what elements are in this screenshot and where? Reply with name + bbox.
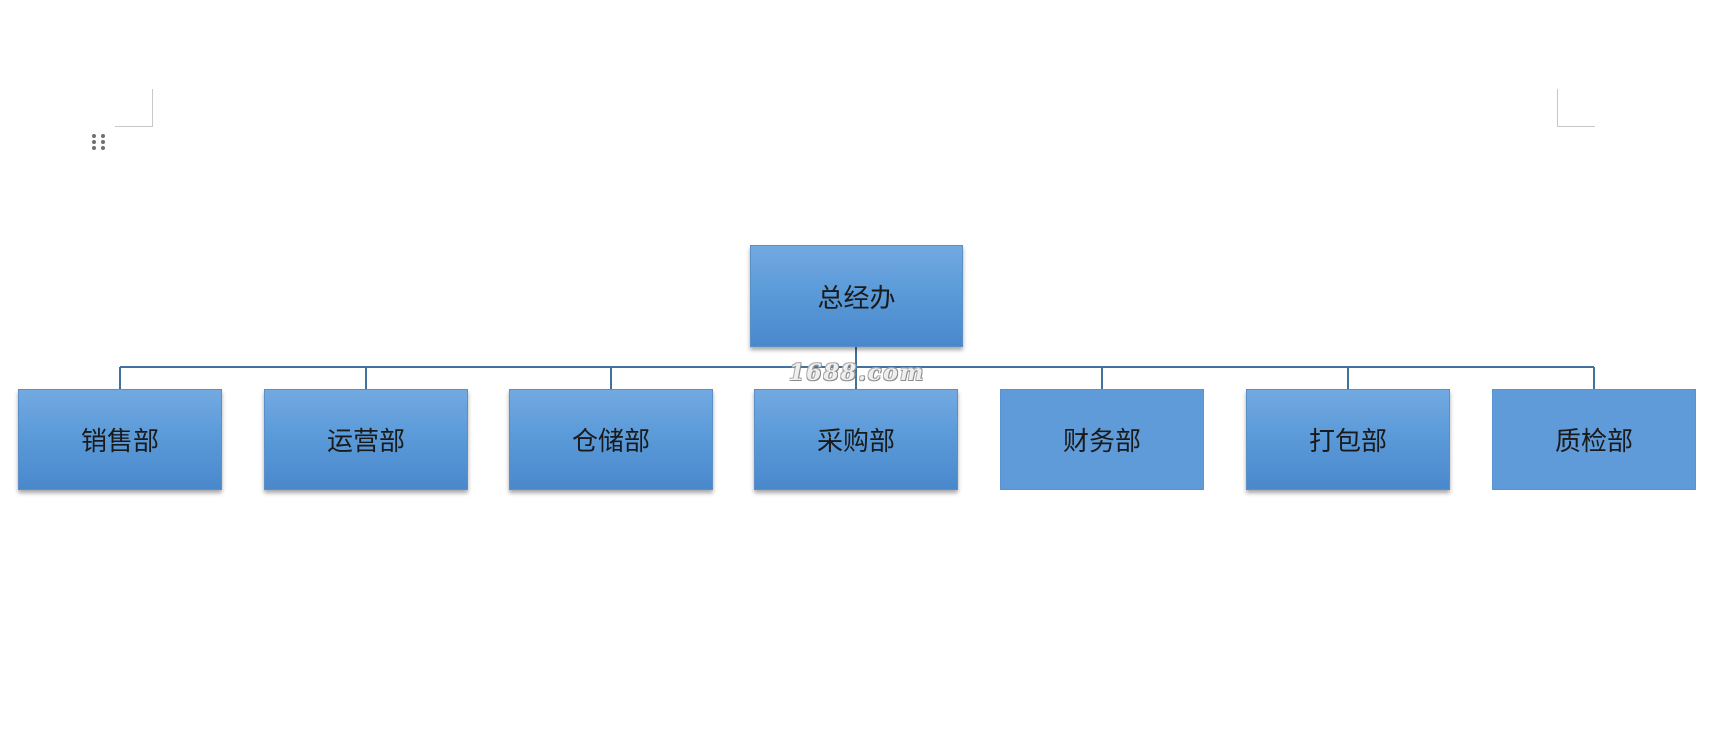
org-node-label: 采购部 xyxy=(816,427,895,457)
org-node-label: 财务部 xyxy=(1062,427,1141,457)
org-node-general-office[interactable]: 总经办 xyxy=(750,245,963,347)
drag-handle-icon[interactable] xyxy=(92,134,106,154)
org-node-sales[interactable]: 销售部 xyxy=(18,389,222,490)
org-node-purchasing[interactable]: 采购部 xyxy=(754,389,958,490)
org-node-label: 打包部 xyxy=(1308,427,1387,457)
org-node-label: 销售部 xyxy=(80,427,159,457)
org-node-finance[interactable]: 财务部 xyxy=(1000,389,1204,490)
org-node-label: 质检部 xyxy=(1554,427,1633,457)
org-node-warehouse[interactable]: 仓储部 xyxy=(509,389,713,490)
org-node-packing[interactable]: 打包部 xyxy=(1246,389,1450,490)
crop-mark-top-right xyxy=(1557,89,1595,127)
crop-mark-top-left xyxy=(115,89,153,127)
org-node-label: 总经办 xyxy=(817,283,896,314)
org-node-quality-inspection[interactable]: 质检部 xyxy=(1492,389,1696,490)
org-node-operations[interactable]: 运营部 xyxy=(264,389,468,490)
watermark-text: 1688.com xyxy=(789,360,926,386)
org-node-label: 运营部 xyxy=(326,427,405,457)
org-node-label: 仓储部 xyxy=(571,427,650,457)
